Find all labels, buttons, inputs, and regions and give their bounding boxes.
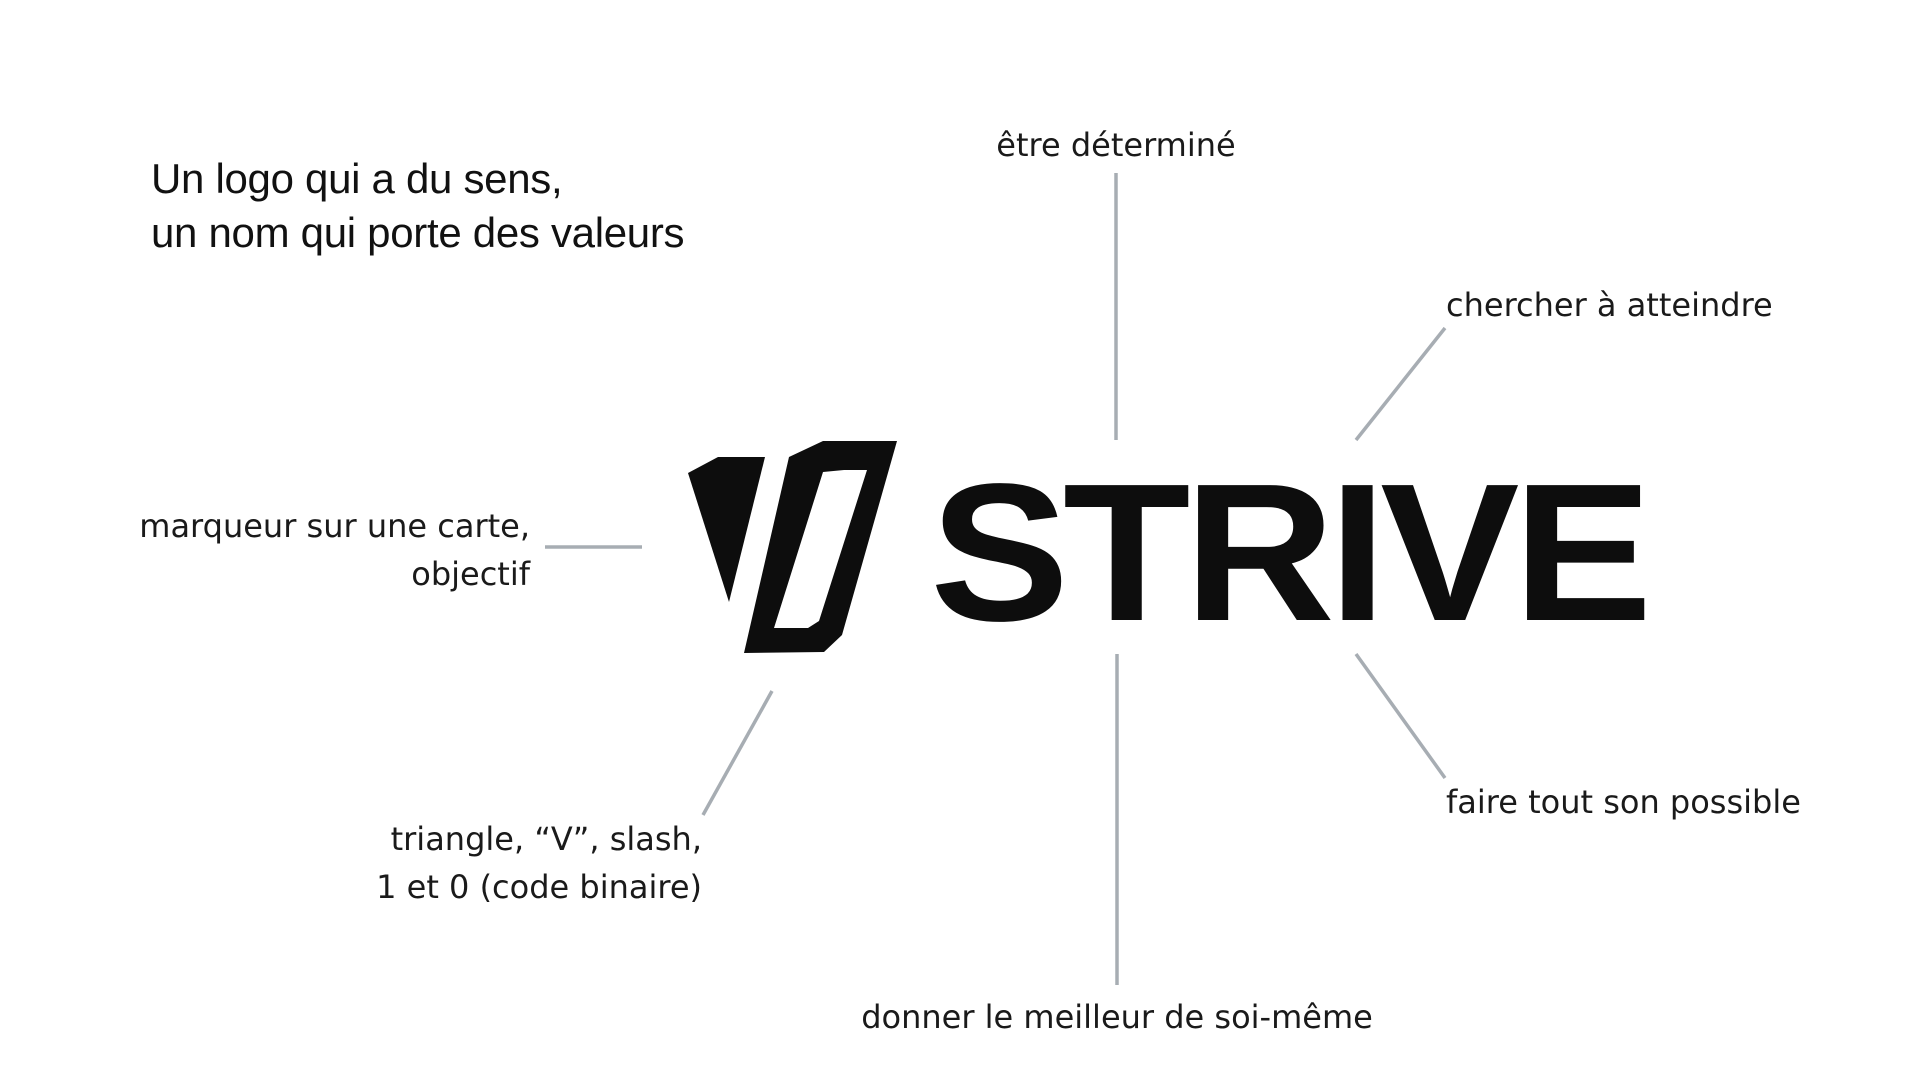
label-bottom-left-line-1: triangle, “V”, slash, — [390, 820, 702, 858]
strive-logo: STRIVE — [688, 441, 1652, 662]
heading-line-1: Un logo qui a du sens, — [151, 155, 563, 202]
label-left: marqueur sur une carte, objectif — [100, 502, 530, 598]
connector-lines — [545, 173, 1447, 985]
label-top-right: chercher à atteindre — [1446, 286, 1773, 324]
logo-mark — [688, 441, 897, 653]
label-bottom-left-line-2: 1 et 0 (code binaire) — [376, 868, 702, 906]
label-left-line-1: marqueur sur une carte, — [139, 507, 530, 545]
label-bottom-right: faire tout son possible — [1446, 783, 1801, 821]
label-top: être déterminé — [996, 126, 1236, 164]
label-bottom: donner le meilleur de soi-même — [861, 998, 1373, 1036]
connector-bottom-right — [1354, 652, 1447, 780]
logo-mark-triangle — [688, 457, 765, 602]
label-bottom-left: triangle, “V”, slash, 1 et 0 (code binai… — [300, 815, 702, 911]
logo-wordmark: STRIVE — [930, 443, 1646, 662]
label-left-line-2: objectif — [411, 555, 530, 593]
heading-line-2: un nom qui porte des valeurs — [151, 209, 685, 256]
connector-bottom-left — [701, 690, 774, 816]
logo-mark-slash — [744, 441, 897, 653]
connector-top-right — [1354, 326, 1447, 442]
heading: Un logo qui a du sens, un nom qui porte … — [151, 152, 685, 260]
